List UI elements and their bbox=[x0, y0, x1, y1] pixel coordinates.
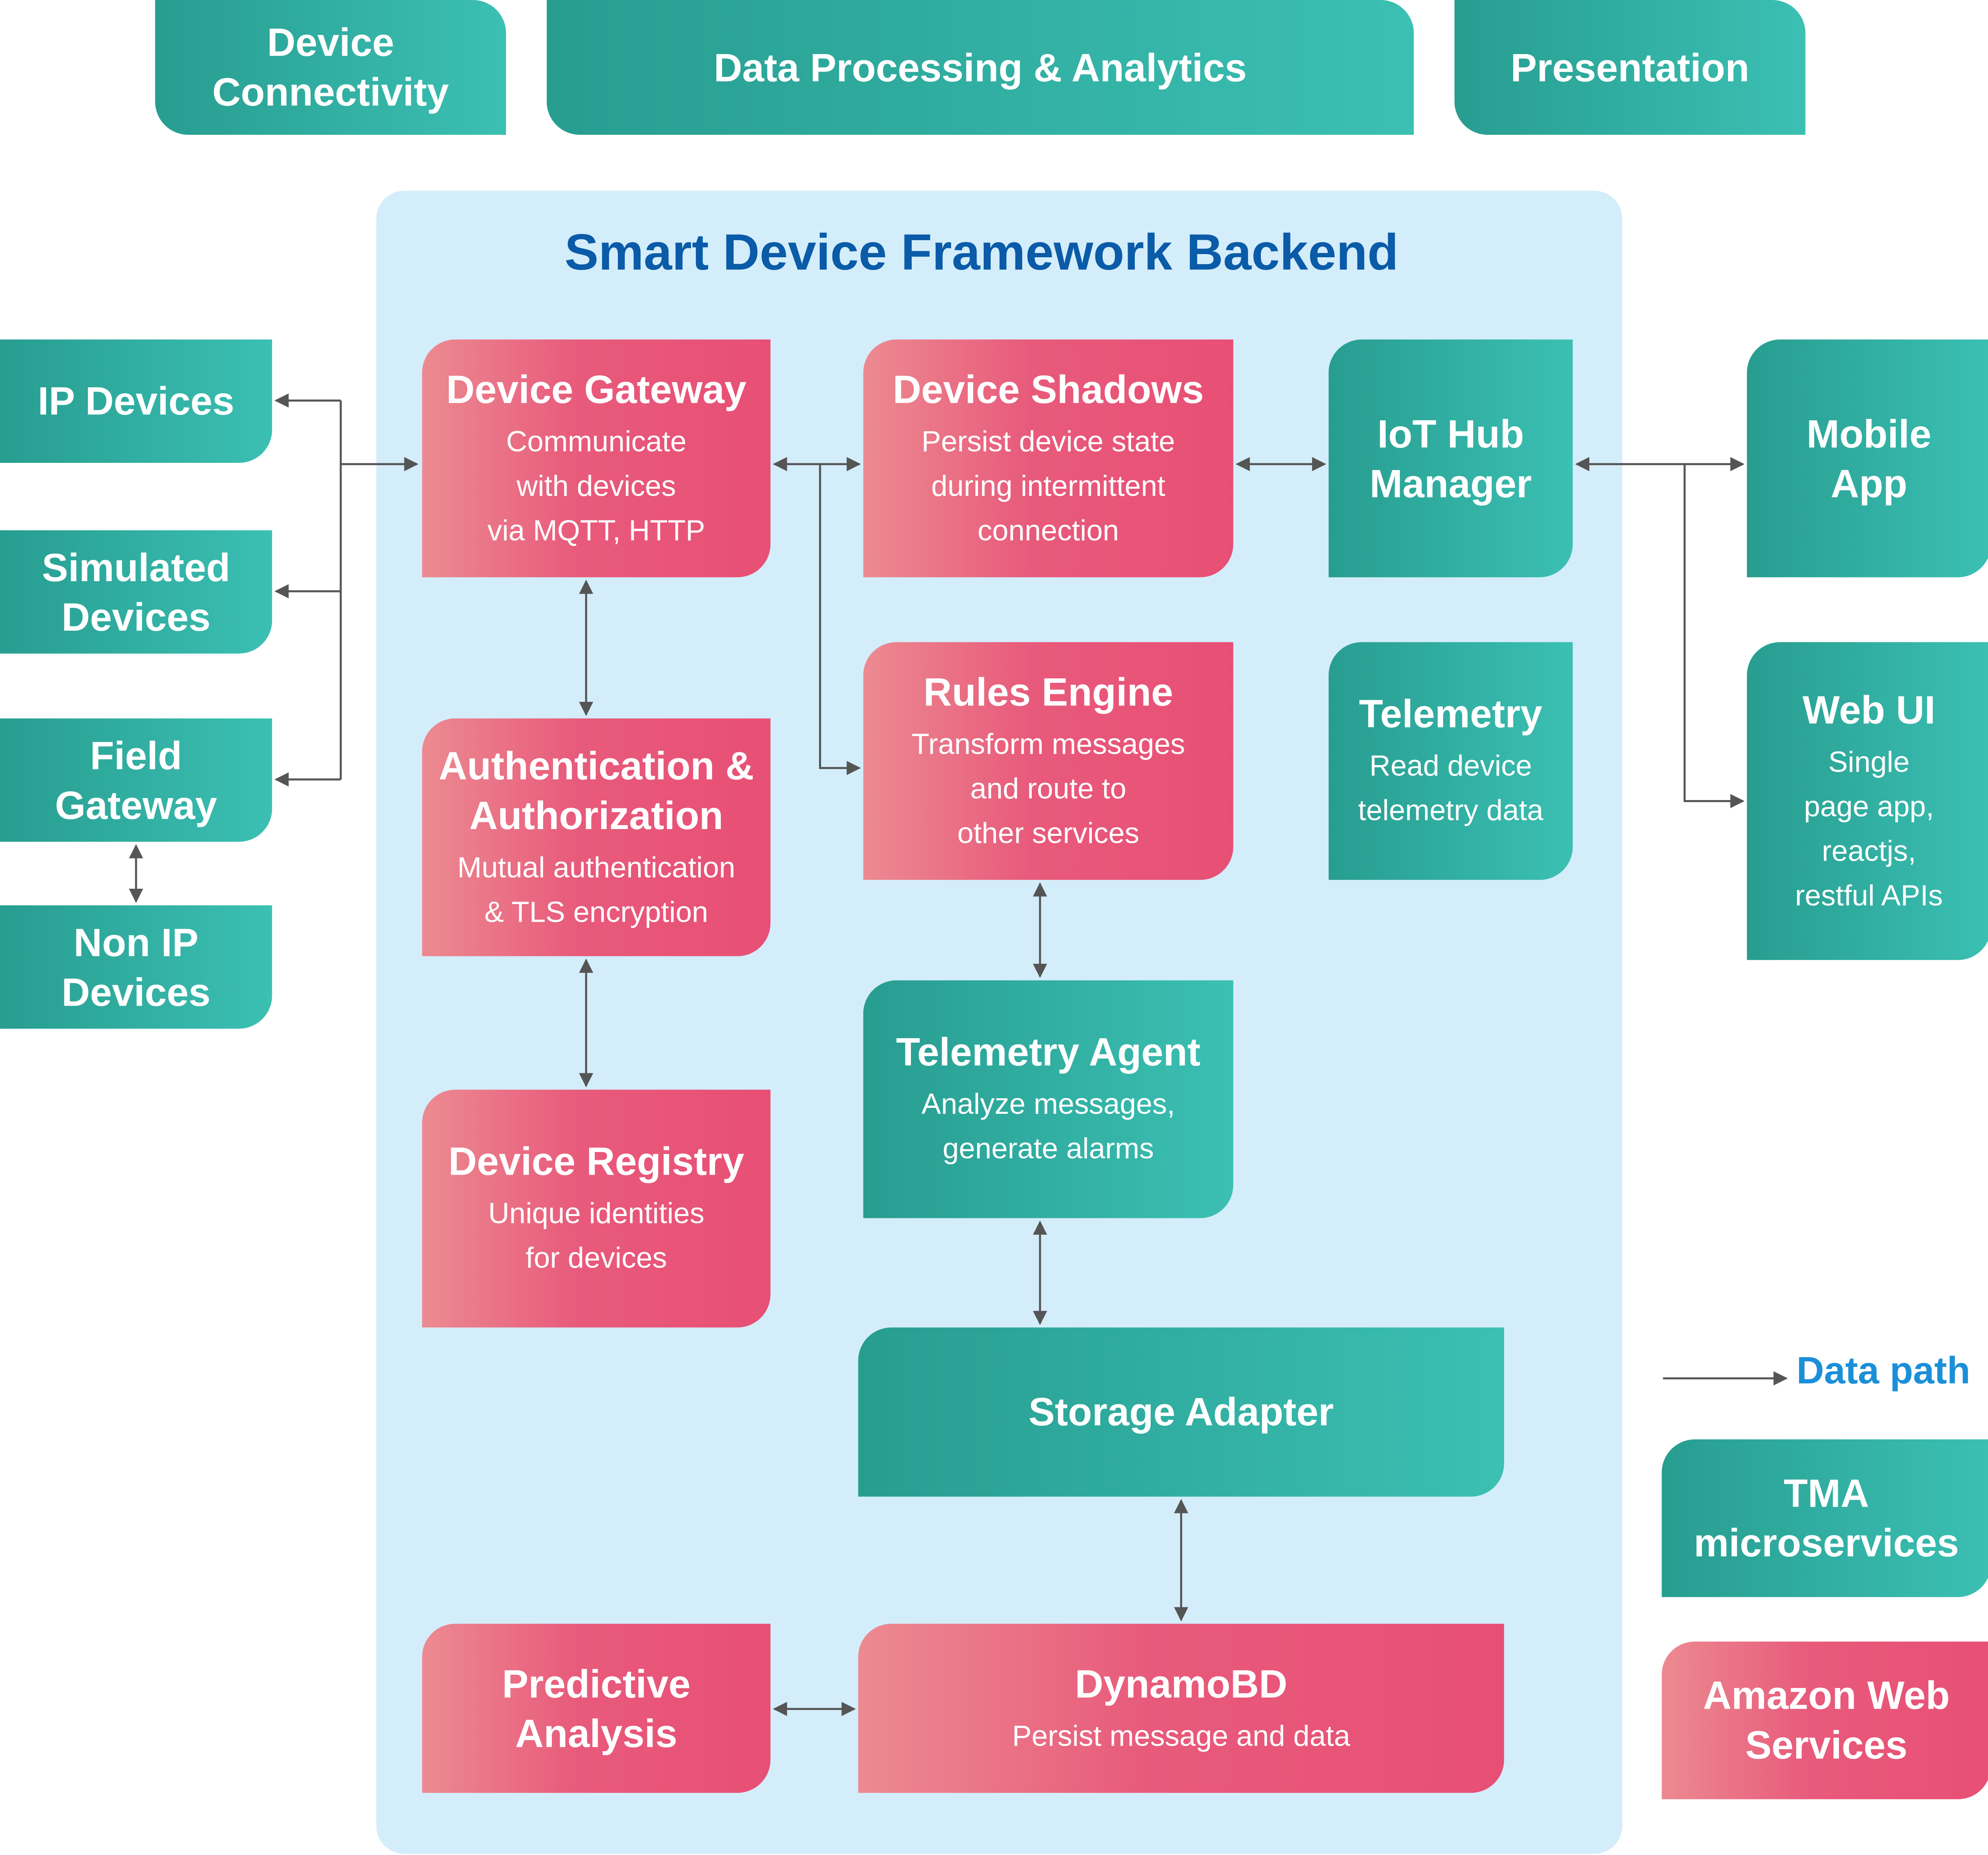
legend-amazon-web-services: Amazon Web Services bbox=[1662, 1641, 1988, 1799]
web-ui-box: Web UI Single page app, reactjs, restful… bbox=[1747, 642, 1988, 960]
header-data-processing-label: Data Processing & Analytics bbox=[714, 45, 1247, 90]
telemetry-desc: Read device telemetry data bbox=[1358, 749, 1543, 827]
device-gateway-desc: Communicate with devices via MQTT, HTTP bbox=[487, 424, 705, 546]
field-gateway-label: Field Gateway bbox=[55, 733, 217, 827]
arrow-to-rules-engine bbox=[819, 464, 861, 775]
predictive-analysis-box: Predictive Analysis bbox=[422, 1624, 771, 1793]
iot-hub-manager-title: IoT Hub Manager bbox=[1369, 411, 1532, 506]
storage-adapter-title: Storage Adapter bbox=[1028, 1390, 1334, 1435]
field-gateway-box: Field Gateway bbox=[0, 718, 272, 842]
non-ip-devices-box: Non IP Devices bbox=[0, 905, 272, 1029]
header-presentation: Presentation bbox=[1454, 0, 1806, 135]
authentication-desc: Mutual authentication & TLS encryption bbox=[457, 850, 736, 928]
legend-data-path-label: Data path bbox=[1796, 1350, 1971, 1393]
mobile-app-box: Mobile App bbox=[1747, 339, 1988, 577]
device-shadows-title: Device Shadows bbox=[893, 367, 1204, 412]
storage-adapter-box: Storage Adapter bbox=[858, 1327, 1504, 1497]
telemetry-title: Telemetry bbox=[1359, 691, 1543, 736]
header-data-processing: Data Processing & Analytics bbox=[547, 0, 1414, 135]
simulated-devices-box: Simulated Devices bbox=[0, 530, 272, 654]
rules-engine-desc: Transform messages and route to other se… bbox=[911, 726, 1185, 849]
dynamodb-box: DynamoBD Persist message and data bbox=[858, 1624, 1504, 1793]
device-gateway-title: Device Gateway bbox=[446, 367, 747, 412]
mobile-app-title: Mobile App bbox=[1806, 411, 1932, 506]
authentication-title: Authentication & Authorization bbox=[439, 743, 754, 837]
non-ip-devices-label: Non IP Devices bbox=[61, 920, 211, 1014]
legend-tma-microservices: TMA microservices bbox=[1662, 1439, 1988, 1597]
web-ui-title: Web UI bbox=[1802, 687, 1936, 732]
device-registry-box: Device Registry Unique identities for de… bbox=[422, 1090, 771, 1328]
telemetry-agent-box: Telemetry Agent Analyze messages, genera… bbox=[863, 980, 1233, 1218]
web-ui-desc: Single page app, reactjs, restful APIs bbox=[1795, 744, 1943, 911]
telemetry-agent-desc: Analyze messages, generate alarms bbox=[921, 1087, 1175, 1165]
iot-hub-manager-box: IoT Hub Manager bbox=[1328, 339, 1573, 577]
dynamodb-desc: Persist message and data bbox=[1012, 1718, 1350, 1752]
header-device-connectivity-label: Device Connectivity bbox=[212, 20, 449, 115]
rules-engine-box: Rules Engine Transform messages and rout… bbox=[863, 642, 1233, 880]
predictive-analysis-title: Predictive Analysis bbox=[502, 1661, 691, 1756]
rules-engine-title: Rules Engine bbox=[923, 669, 1173, 714]
ip-devices-label: IP Devices bbox=[38, 379, 235, 423]
header-device-connectivity: Device Connectivity bbox=[155, 0, 506, 135]
device-shadows-box: Device Shadows Persist device state duri… bbox=[863, 339, 1233, 577]
device-registry-title: Device Registry bbox=[448, 1139, 744, 1184]
simulated-devices-label: Simulated Devices bbox=[42, 545, 231, 639]
dynamodb-title: DynamoBD bbox=[1075, 1661, 1287, 1706]
device-gateway-box: Device Gateway Communicate with devices … bbox=[422, 339, 771, 577]
header-presentation-label: Presentation bbox=[1510, 45, 1749, 90]
device-registry-desc: Unique identities for devices bbox=[488, 1197, 705, 1274]
legend-aws-label: Amazon Web Services bbox=[1703, 1673, 1950, 1768]
ip-devices-box: IP Devices bbox=[0, 339, 272, 463]
telemetry-box: Telemetry Read device telemetry data bbox=[1328, 642, 1573, 880]
backend-title: Smart Device Framework Backend bbox=[564, 225, 1399, 281]
device-shadows-desc: Persist device state during intermittent… bbox=[921, 424, 1175, 546]
telemetry-agent-title: Telemetry Agent bbox=[896, 1030, 1201, 1075]
legend-tma-label: TMA microservices bbox=[1694, 1471, 1959, 1566]
authentication-box: Authentication & Authorization Mutual au… bbox=[422, 718, 771, 956]
arrow-to-web-ui bbox=[1683, 464, 1745, 808]
